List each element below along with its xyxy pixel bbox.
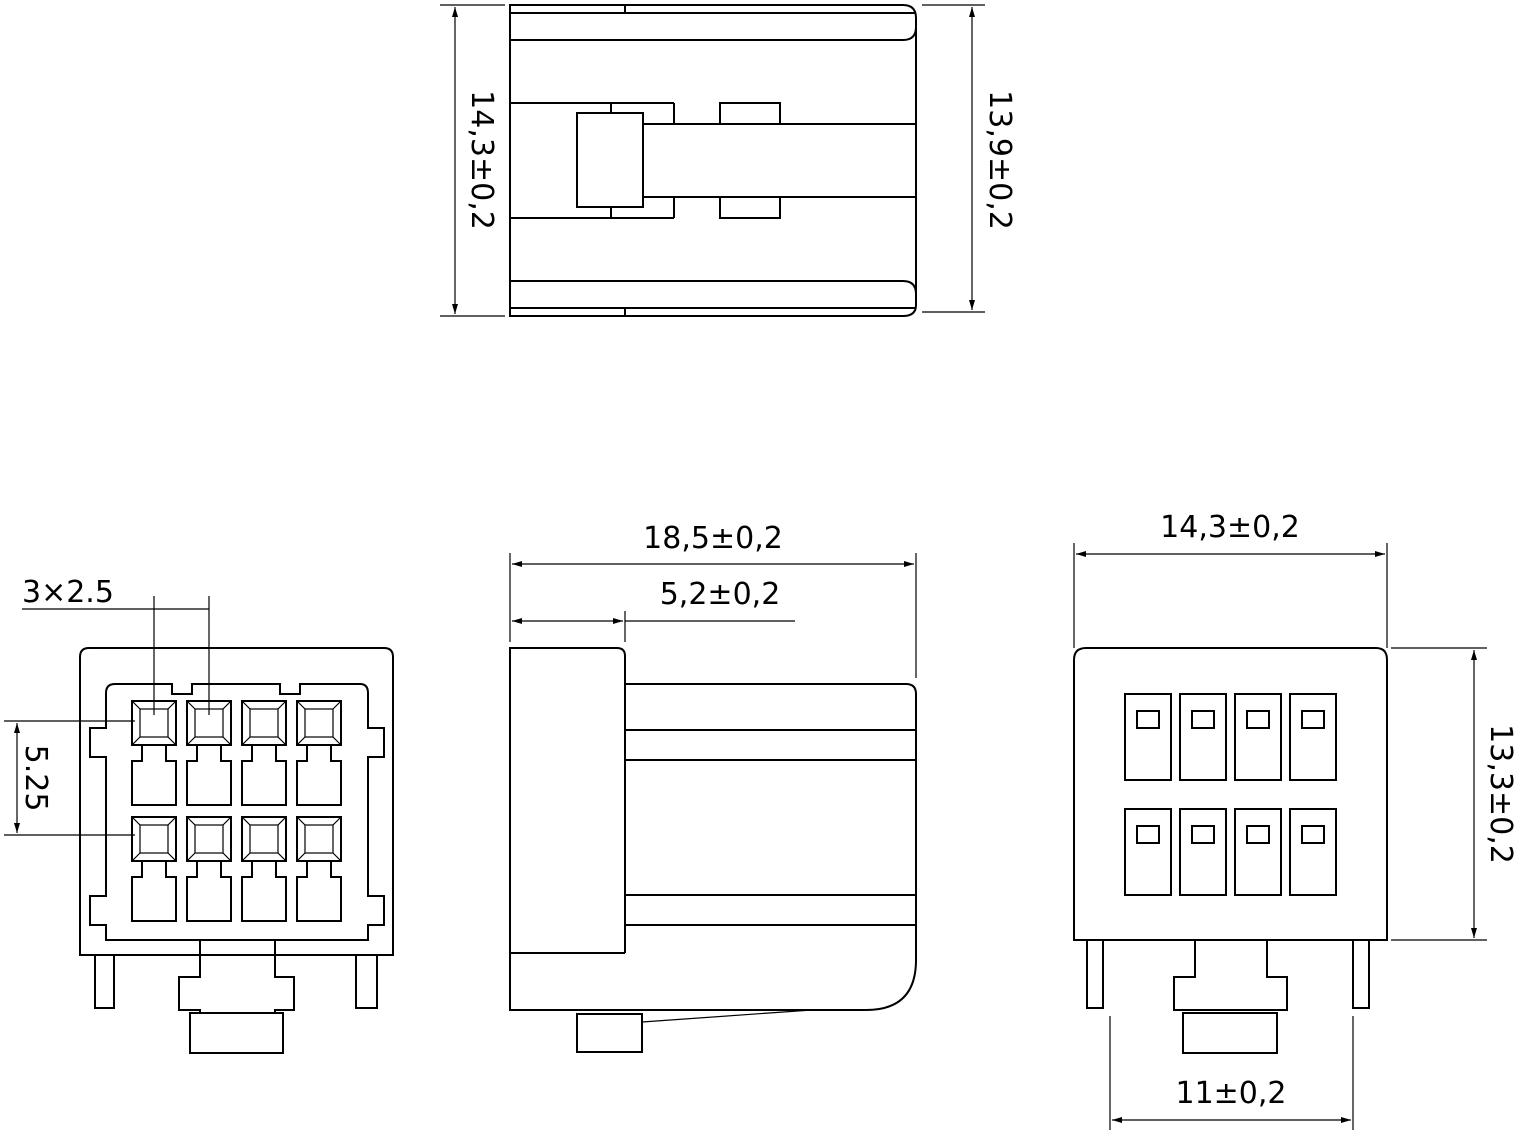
offset-label: 5,2±0,2 [660,577,781,612]
top-dim-right-label: 13,9±0,2 [982,90,1017,230]
terminal-grid [131,700,342,922]
cavity-grid [1124,693,1337,896]
rear-view: 14,3±0,2 13,3±0,2 11±0,2 [1073,510,1518,1130]
top-view: 14,3±0,2 13,9±0,2 [440,4,1017,317]
side-view: 18,5±0,2 5,2±0,2 [509,521,917,1053]
front-view: 3×2.5 5.25 [4,575,394,1054]
height-label: 13,3±0,2 [1483,724,1518,864]
top-dim-left-label: 14,3±0,2 [464,90,499,230]
peg-label: 11±0,2 [1175,1076,1286,1111]
width-label: 14,3±0,2 [1160,510,1300,545]
row-pitch-label: 5.25 [18,745,53,812]
pitch-label: 3×2.5 [22,575,114,610]
length-label: 18,5±0,2 [643,521,783,556]
